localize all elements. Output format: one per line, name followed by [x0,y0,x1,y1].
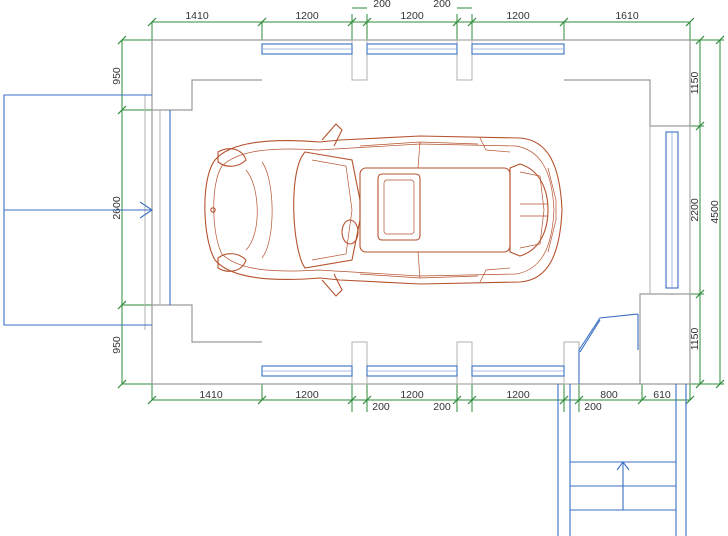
window-top-2 [366,43,458,55]
windows [261,43,679,377]
dim-bottom-3: 1200 [400,389,424,401]
dim-bottom-2: 1200 [295,389,319,401]
dim-top-4: 1200 [506,10,530,22]
dim-left-3: 950 [111,336,123,354]
dim-top-1: 1410 [185,10,209,22]
dimension-lines [117,7,725,412]
dim-bottom-pier-3: 200 [584,401,602,413]
window-bottom-3 [471,365,565,377]
arrow-right-icon [139,201,153,219]
garage-walls [144,39,691,385]
dim-right-3: 1150 [689,328,701,351]
dim-right-2: 2200 [689,198,701,222]
dim-bottom-4: 1200 [506,389,530,401]
dim-top-pier-1: 200 [373,0,391,10]
window-top-3 [471,43,565,55]
window-right [665,131,679,289]
stairs [557,384,687,536]
dim-bottom-5: 800 [600,389,618,401]
garage-entry [3,94,171,326]
dim-left-1: 950 [111,67,123,85]
arrow-up-icon [616,461,630,471]
dim-left-2: 2600 [111,196,123,220]
dim-top-pier-2: 200 [433,0,451,10]
dim-bottom-pier-1: 200 [372,401,390,413]
car-top-view-icon [204,123,563,297]
dim-bottom-6: 610 [653,389,671,401]
dim-top-2: 1200 [295,10,319,22]
dim-bottom-pier-2: 200 [433,401,451,413]
dim-top-5: 1610 [615,10,639,22]
window-bottom-2 [366,365,458,377]
window-bottom-1 [261,365,353,377]
dim-right-1: 1150 [689,72,701,95]
dim-bottom-1: 1410 [199,389,223,401]
dim-right-total: 4500 [709,200,721,224]
side-door [578,313,639,384]
dimension-labels: 1410 1200 1200 1200 1610 200 200 1410 12… [111,0,721,413]
dim-top-3: 1200 [400,10,424,22]
window-top-1 [261,43,353,55]
